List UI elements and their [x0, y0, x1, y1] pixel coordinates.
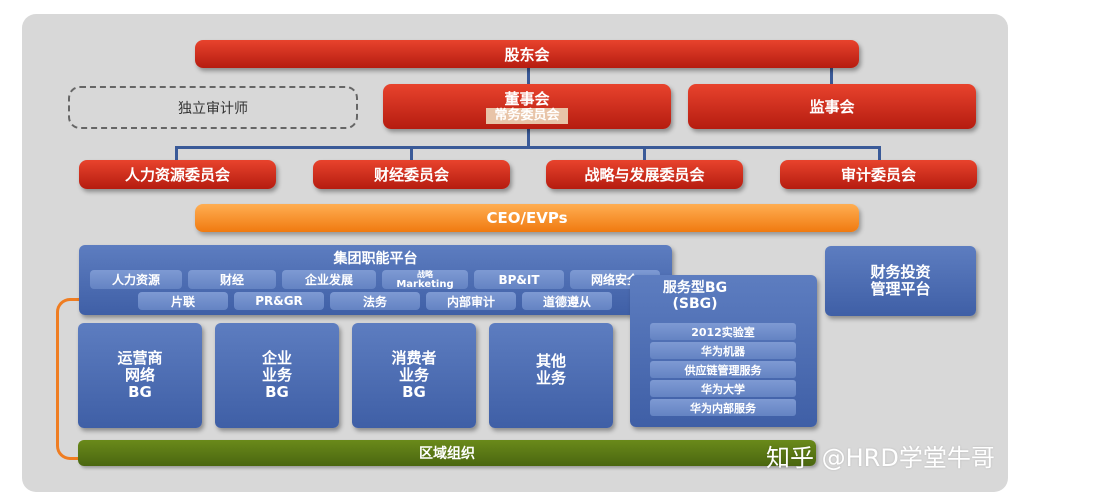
committee-finance: 财经委员会: [313, 160, 510, 189]
bg-consumer-line1: 消费者: [391, 349, 437, 367]
connector-committee-2: [410, 146, 413, 162]
chip-ethics: 道德遵从: [522, 292, 612, 310]
chip-internal-audit: 内部审计: [426, 292, 516, 310]
bg-consumer: 消费者 业务 BG: [352, 323, 476, 428]
bg-consumer-line2: 业务: [398, 366, 429, 384]
bg-enterprise: 企业 业务 BG: [215, 323, 339, 428]
bracket-line: [56, 298, 87, 460]
committee-hr: 人力资源委员会: [79, 160, 276, 189]
sbg-title: 服务型BG (SBG): [630, 280, 760, 312]
sbg-item-internal-service: 华为内部服务: [650, 399, 796, 416]
finance-platform-box: 财务投资 管理平台: [825, 246, 976, 316]
region-bar: 区域组织: [78, 440, 816, 466]
connector-shareholders-supervisory: [830, 67, 833, 87]
bg-enterprise-line1: 企业: [261, 349, 292, 367]
committee-audit: 审计委员会: [780, 160, 977, 189]
board-title: 董事会: [504, 89, 550, 108]
bg-carrier-line1: 运营商: [117, 349, 163, 367]
group-platform-title: 集团职能平台: [333, 251, 418, 267]
connector-committee-1: [175, 146, 178, 162]
bg-carrier: 运营商 网络 BG: [78, 323, 202, 428]
bg-consumer-line3: BG: [402, 383, 426, 401]
connector-shareholders-board: [527, 67, 530, 87]
finance-line2: 管理平台: [870, 280, 931, 298]
sbg-item-supply-chain: 供应链管理服务: [650, 361, 796, 378]
connector-board-committees-v: [527, 128, 530, 148]
chip-strategy-bottom: Marketing: [396, 278, 454, 290]
connector-committees-h: [175, 146, 881, 149]
chip-strategy-top: 战略: [417, 269, 433, 279]
bg-carrier-line3: BG: [128, 383, 152, 401]
chip-hr: 人力资源: [90, 270, 182, 289]
shareholders-box: 股东会: [195, 40, 859, 68]
bg-carrier-line2: 网络: [124, 366, 155, 384]
auditor-box: 独立审计师: [68, 86, 358, 129]
sbg-item-machine: 华为机器: [650, 342, 796, 359]
board-box: 董事会 常务委员会: [383, 84, 671, 129]
chip-pianlian: 片联: [138, 292, 228, 310]
sbg-title-line2: (SBG): [672, 296, 718, 312]
chip-strategy-marketing: 战略 Marketing: [382, 270, 468, 289]
connector-committee-3: [643, 146, 646, 162]
sbg-item-2012-lab: 2012实验室: [650, 323, 796, 340]
bg-enterprise-line2: 业务: [261, 366, 292, 384]
committee-strategy: 战略与发展委员会: [546, 160, 743, 189]
chip-pr-gr: PR&GR: [234, 292, 324, 310]
finance-line1: 财务投资: [870, 263, 931, 281]
connector-committee-4: [878, 146, 881, 162]
bg-other-line2: 业务: [535, 369, 566, 387]
bg-other-line1: 其他: [535, 352, 566, 370]
chip-finance: 财经: [188, 270, 276, 289]
ceo-box: CEO/EVPs: [195, 204, 859, 232]
chip-legal: 法务: [330, 292, 420, 310]
standing-committee: 常务委员会: [486, 107, 568, 124]
supervisory-box: 监事会: [688, 84, 976, 129]
sbg-title-line1: 服务型BG: [662, 280, 728, 296]
watermark: 知乎 @HRD学堂牛哥: [766, 444, 995, 472]
chip-corp-dev: 企业发展: [282, 270, 376, 289]
bg-other: 其他 业务: [489, 323, 613, 428]
chip-bp-it: BP&IT: [474, 270, 564, 289]
sbg-item-university: 华为大学: [650, 380, 796, 397]
bg-enterprise-line3: BG: [265, 383, 289, 401]
